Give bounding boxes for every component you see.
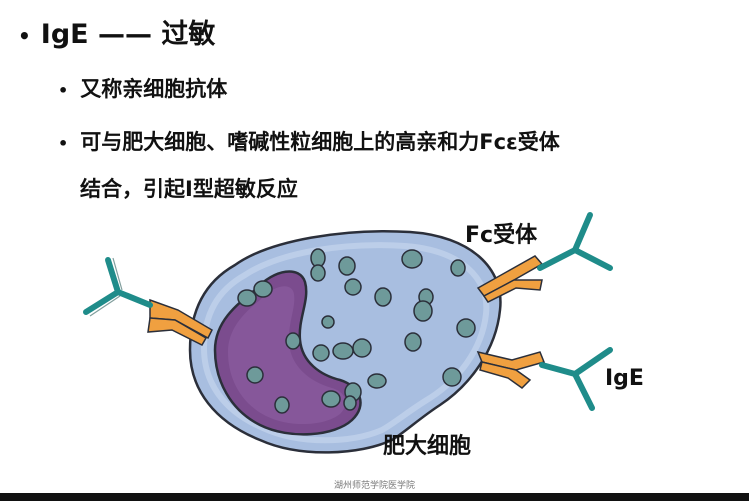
slide-title-text: IgE —— 过敏 — [40, 19, 216, 50]
nucleus-inner — [228, 286, 346, 425]
footer-institution: 湖州师范学院医学院 — [333, 481, 415, 491]
bullet-item-2: • 可与肥大细胞、嗜碱性粒细胞上的高亲和力Fcε受体 — [58, 126, 560, 156]
bullet-text-2-continuation: 结合，引起I型超敏反应 — [80, 177, 298, 201]
cell-inner-rim — [200, 242, 490, 444]
granules — [237, 248, 476, 414]
bullet-dot: • — [18, 24, 31, 48]
bullet-dot: • — [58, 81, 69, 100]
slide-title: • IgE —— 过敏 — [18, 12, 215, 51]
bullet-item-1: • 又称亲细胞抗体 — [58, 73, 227, 103]
ige-label: IgE — [605, 366, 644, 391]
ige-antibody-upper-right — [537, 212, 613, 271]
bullet-dot: • — [58, 134, 69, 153]
fc-receptor-lower-right — [476, 350, 546, 389]
ige-antibody-left — [83, 257, 153, 315]
mast-cell-label: 肥大细胞 — [383, 434, 472, 459]
fc-receptor-left — [147, 298, 213, 346]
fc-receptor-label: Fc受体 — [465, 223, 538, 248]
bullet-text-2: 可与肥大细胞、嗜碱性粒细胞上的高亲和力Fcε受体 — [80, 130, 560, 154]
ige-antibody-lower-right — [539, 347, 613, 411]
bullet-text-1: 又称亲细胞抗体 — [80, 77, 228, 101]
bottom-bar — [0, 493, 749, 501]
